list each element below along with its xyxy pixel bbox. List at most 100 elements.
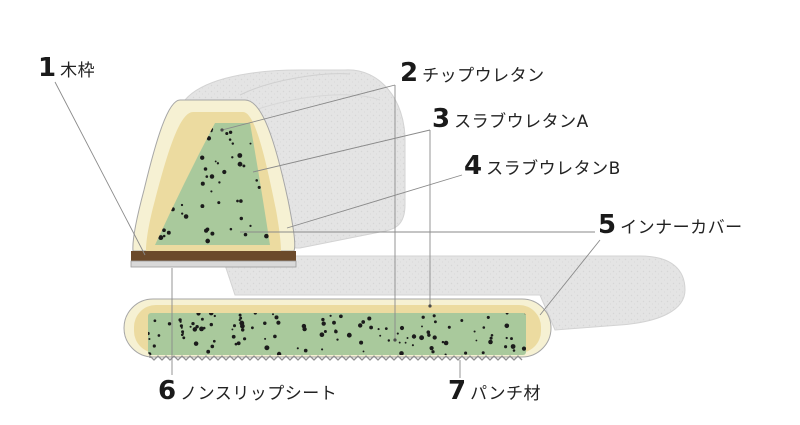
chip-dot	[264, 233, 269, 239]
label-text: 木枠	[60, 61, 96, 81]
chip-dot	[180, 203, 184, 207]
chip-dot	[441, 340, 445, 344]
chip-dot	[153, 319, 157, 323]
label-number: 3	[432, 104, 451, 134]
non-slip-sheet	[130, 260, 297, 268]
chip-dot	[276, 320, 281, 325]
chip-dot	[362, 350, 365, 353]
chip-dot	[473, 330, 476, 333]
chip-dot	[302, 326, 307, 332]
label-number: 5	[598, 210, 617, 240]
chip-dot	[384, 327, 388, 330]
chip-dot	[218, 181, 221, 184]
label-punch-material: 7 パンチ材	[448, 378, 541, 404]
chip-dot	[237, 161, 243, 167]
chip-dot	[443, 340, 449, 346]
chip-dot	[179, 320, 182, 323]
chip-dot	[432, 314, 436, 318]
chip-dot	[359, 340, 364, 345]
chip-dot	[180, 326, 183, 329]
chip-dot	[209, 322, 213, 327]
chip-dot	[264, 337, 267, 340]
chip-dot	[205, 175, 209, 178]
chip-dot	[240, 323, 245, 329]
chip-dot	[231, 156, 234, 159]
chip-dot	[238, 318, 241, 322]
label-text: チップウレタン	[422, 66, 545, 86]
chip-dot	[193, 341, 199, 346]
chip-dot	[421, 325, 423, 328]
chip-dot	[162, 234, 166, 238]
chip-dot	[166, 230, 171, 235]
chip-dot	[205, 238, 211, 244]
label-chip-urethane: 2 チップウレタン	[400, 60, 545, 86]
chip-dot	[210, 190, 213, 193]
chip-dot	[253, 313, 257, 315]
chip-dot	[486, 315, 490, 319]
chip-dot	[361, 320, 366, 324]
chip-dot	[200, 317, 204, 321]
chip-dot	[181, 330, 185, 334]
chip-dot	[240, 328, 245, 332]
chip-dot	[387, 339, 391, 342]
chip-dot	[217, 201, 221, 205]
chip-dot	[426, 330, 431, 334]
chip-dot	[489, 336, 493, 340]
chip-dot	[203, 167, 208, 171]
chip-dot	[521, 346, 526, 351]
label-text: ノンスリップシート	[180, 384, 338, 404]
chip-dot	[321, 348, 324, 351]
seat-chip-dots	[148, 313, 526, 355]
chip-dot	[504, 323, 510, 329]
leader-markers	[220, 128, 432, 342]
label-wood-frame: 1 木枠	[38, 55, 95, 81]
label-number: 2	[400, 58, 419, 88]
chip-dot	[419, 335, 425, 341]
label-number: 4	[464, 151, 483, 181]
chip-dot	[490, 334, 494, 337]
chip-dot	[243, 232, 248, 237]
chip-dot	[396, 332, 399, 335]
chip-dot	[148, 337, 151, 341]
chip-dot	[181, 212, 184, 215]
chip-dot	[191, 321, 195, 326]
chip-dot	[411, 334, 417, 339]
chip-dot	[167, 322, 172, 326]
chip-dot	[369, 325, 374, 330]
label-text: スラブウレタンB	[486, 159, 621, 179]
chip-dot	[238, 313, 242, 317]
chip-dot	[336, 338, 339, 341]
chip-dot	[399, 325, 405, 331]
chip-dot	[229, 227, 233, 231]
chip-dot	[210, 231, 215, 236]
chip-dot	[204, 228, 209, 233]
chip-dot	[162, 228, 166, 233]
chip-dot	[200, 155, 205, 160]
backrest-section	[130, 99, 297, 268]
chip-dot	[255, 179, 258, 182]
chip-dot	[319, 332, 325, 338]
chip-dot	[432, 335, 437, 340]
chip-dot	[152, 344, 156, 348]
chip-dot	[404, 341, 407, 344]
chip-dot	[429, 346, 434, 351]
chip-dot	[329, 314, 332, 317]
chip-dot	[200, 181, 205, 186]
chip-dot	[272, 313, 274, 316]
label-number: 7	[448, 376, 467, 406]
chip-dot	[179, 324, 183, 328]
chip-dot	[274, 315, 279, 320]
chip-dot	[296, 347, 299, 350]
chip-dot	[263, 321, 267, 325]
chip-dot	[379, 334, 382, 337]
chip-dot	[334, 329, 338, 334]
chip-dot	[358, 323, 363, 328]
chip-dot	[276, 351, 282, 355]
chip-dot	[264, 345, 270, 351]
chip-dot	[303, 348, 308, 353]
seat-section	[123, 298, 552, 361]
chip-dot	[236, 341, 241, 346]
chip-dot	[243, 337, 247, 341]
chip-dot	[431, 350, 435, 354]
chip-dot	[505, 336, 508, 340]
